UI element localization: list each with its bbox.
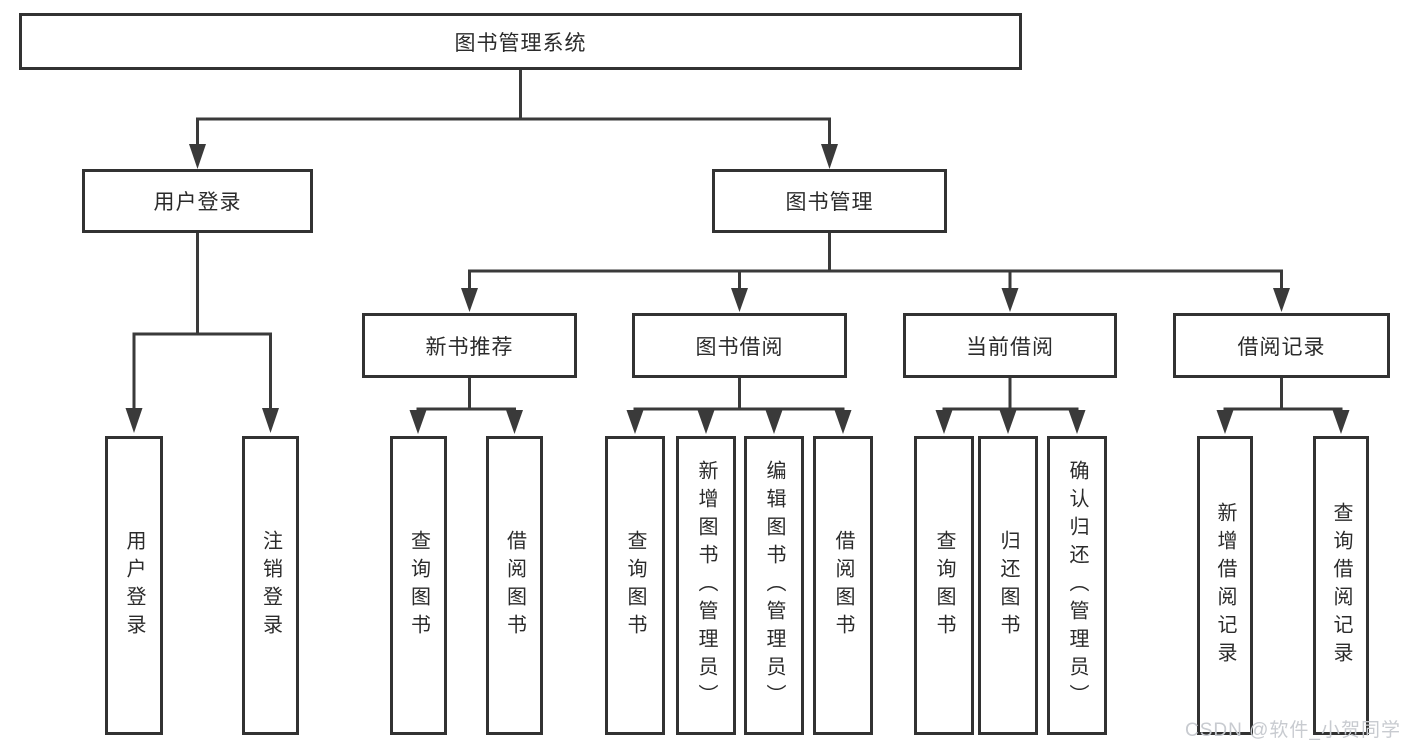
node-label: 当前借阅 bbox=[966, 335, 1054, 359]
connector-current-borrow-children bbox=[935, 378, 1086, 434]
node-leaf-query-books-current: 查询图书 bbox=[914, 436, 974, 735]
node-label: 确认归还（管理员） bbox=[1066, 459, 1088, 712]
connector-book-mgmt-to-level3 bbox=[461, 233, 1290, 312]
connector-new-book-rec-children bbox=[409, 378, 523, 434]
node-leaf-query-borrow-record: 查询借阅记录 bbox=[1313, 436, 1369, 735]
node-label: 注销登录 bbox=[259, 529, 282, 642]
node-leaf-logout: 注销登录 bbox=[242, 436, 299, 735]
node-leaf-return-books: 归还图书 bbox=[978, 436, 1038, 735]
connector-root-to-level2 bbox=[189, 70, 838, 169]
node-leaf-user-login: 用户登录 bbox=[105, 436, 163, 735]
node-label: 图书管理系统 bbox=[454, 31, 587, 55]
node-label: 查询图书 bbox=[407, 529, 430, 642]
connector-user-login-children bbox=[125, 233, 279, 433]
node-leaf-add-books-admin: 新增图书（管理员） bbox=[676, 436, 736, 735]
node-user-login: 用户登录 bbox=[82, 169, 313, 233]
node-label: 用户登录 bbox=[153, 191, 242, 214]
node-label: 图书借阅 bbox=[695, 335, 784, 359]
node-current-borrowing: 当前借阅 bbox=[903, 313, 1117, 378]
node-label: 编辑图书（管理员） bbox=[763, 459, 785, 712]
node-library-management-system: 图书管理系统 bbox=[19, 13, 1022, 70]
csdn-watermark: CSDN @软件_小贺同学 bbox=[1185, 720, 1401, 741]
node-book-management: 图书管理 bbox=[712, 169, 947, 233]
node-leaf-borrow-books-recommend: 借阅图书 bbox=[486, 436, 543, 735]
node-label: 新书推荐 bbox=[425, 335, 514, 359]
connector-borrow-record-children bbox=[1216, 378, 1350, 434]
node-label: 新增借阅记录 bbox=[1214, 501, 1236, 670]
node-book-borrowing: 图书借阅 bbox=[632, 313, 847, 378]
node-leaf-query-books-recommend: 查询图书 bbox=[390, 436, 447, 735]
node-leaf-edit-books-admin: 编辑图书（管理员） bbox=[744, 436, 804, 735]
node-label: 借阅图书 bbox=[832, 529, 854, 642]
connector-book-borrow-children bbox=[626, 378, 852, 434]
node-label: 新增图书（管理员） bbox=[695, 459, 717, 712]
node-label: 用户登录 bbox=[123, 529, 145, 642]
node-label: 查询图书 bbox=[624, 529, 646, 642]
node-borrowing-records: 借阅记录 bbox=[1173, 313, 1390, 378]
node-label: 借阅图书 bbox=[503, 529, 526, 642]
node-leaf-borrow-books: 借阅图书 bbox=[813, 436, 873, 735]
node-leaf-confirm-return-admin: 确认归还（管理员） bbox=[1047, 436, 1107, 735]
node-new-book-recommend: 新书推荐 bbox=[362, 313, 577, 378]
node-label: 查询图书 bbox=[933, 529, 955, 642]
node-label: 图书管理 bbox=[785, 191, 874, 214]
node-leaf-add-borrow-record: 新增借阅记录 bbox=[1197, 436, 1253, 735]
node-label: 归还图书 bbox=[997, 529, 1019, 642]
node-label: 查询借阅记录 bbox=[1330, 501, 1352, 670]
node-label: 借阅记录 bbox=[1237, 335, 1326, 359]
node-leaf-query-books-borrow: 查询图书 bbox=[605, 436, 665, 735]
